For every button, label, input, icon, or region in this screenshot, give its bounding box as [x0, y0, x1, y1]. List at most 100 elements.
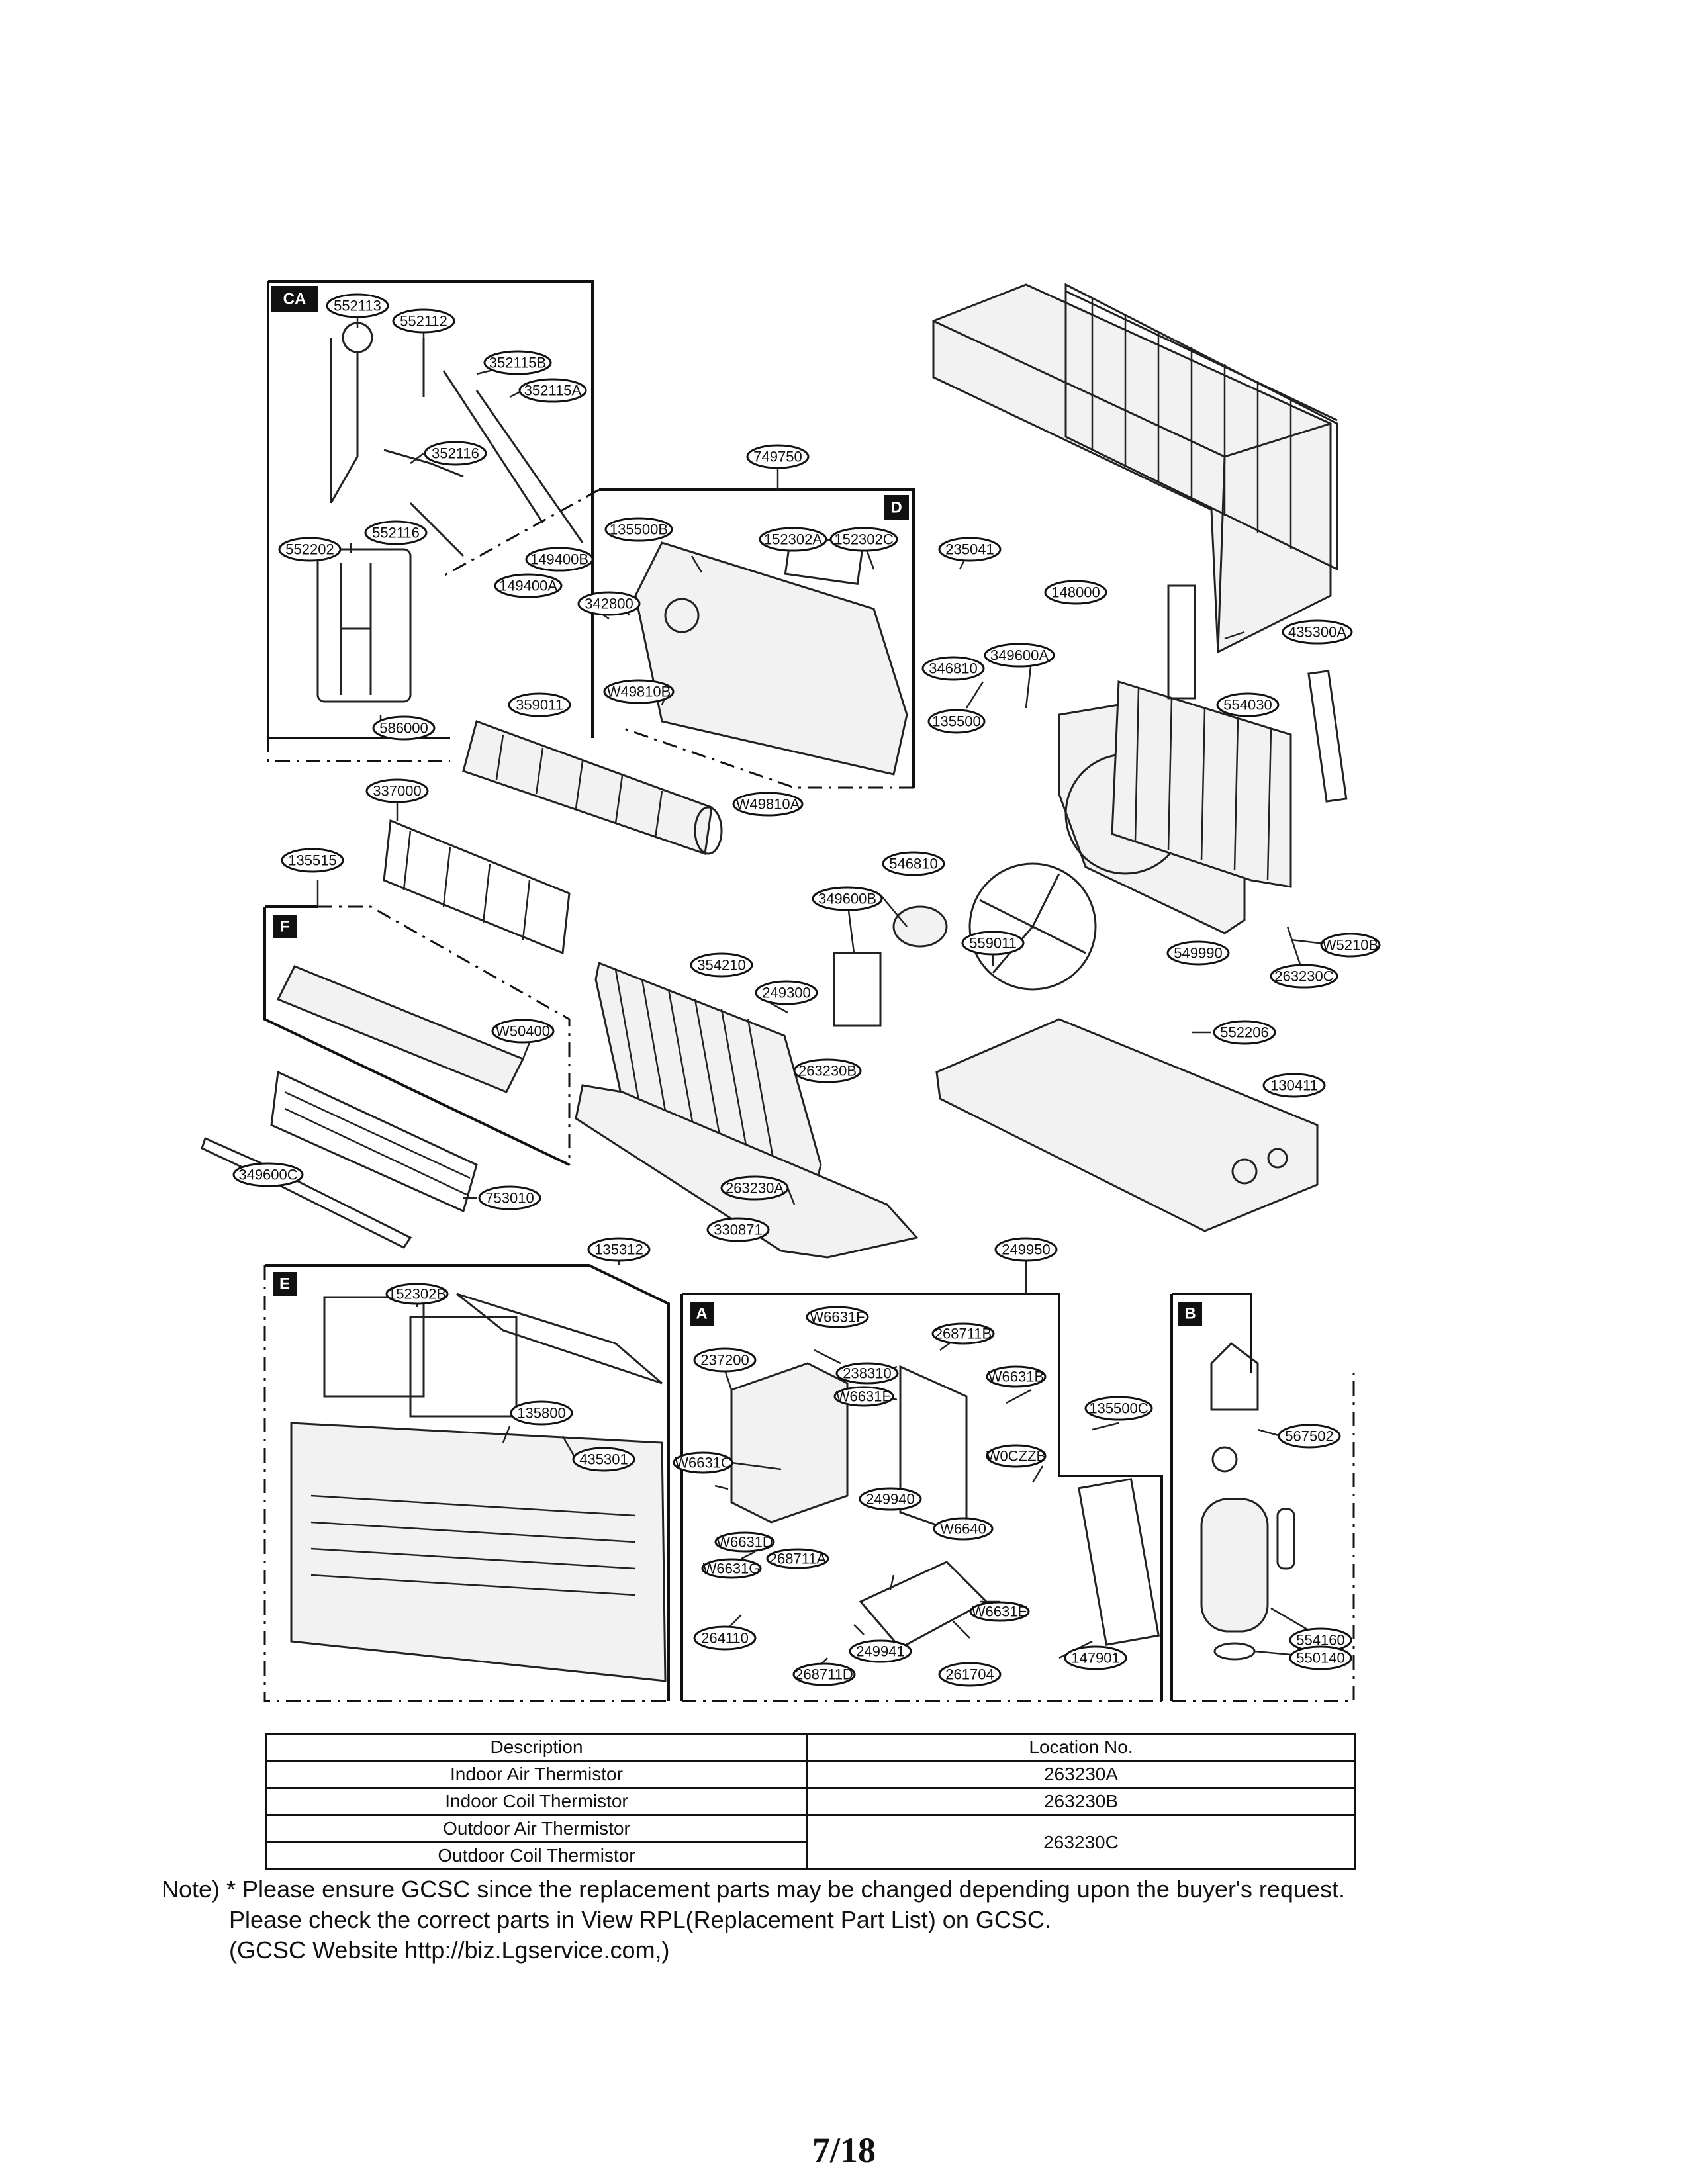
section-tag-e: E — [273, 1272, 297, 1296]
column-header-location: Location No. — [806, 1733, 1356, 1762]
svg-text:235041: 235041 — [945, 541, 994, 558]
callout-559011: 559011 — [961, 931, 1025, 956]
svg-text:135800: 135800 — [517, 1405, 565, 1422]
svg-text:552202: 552202 — [285, 541, 334, 558]
svg-text:550140: 550140 — [1296, 1650, 1344, 1666]
blower-housing — [634, 533, 908, 776]
svg-text:135500: 135500 — [932, 713, 980, 730]
svg-text:152302C: 152302C — [834, 531, 893, 548]
callout-554030: 554030 — [1216, 692, 1280, 717]
svg-text:546810: 546810 — [889, 856, 937, 872]
svg-text:263230B: 263230B — [798, 1063, 857, 1079]
svg-text:149400B: 149400B — [530, 551, 588, 568]
svg-text:354210: 354210 — [697, 957, 745, 974]
svg-text:249941: 249941 — [856, 1643, 904, 1660]
callout-149400b: 149400B — [525, 547, 594, 572]
svg-text:549990: 549990 — [1174, 945, 1222, 962]
callout-749750: 749750 — [746, 444, 810, 469]
svg-text:359011: 359011 — [516, 697, 563, 713]
callout-549990: 549990 — [1166, 940, 1230, 966]
svg-text:CA: CA — [283, 291, 306, 308]
support-bar — [201, 1136, 412, 1249]
refrigerant-piping-ca — [316, 322, 584, 703]
callout-w6640: W6640 — [933, 1517, 994, 1541]
svg-text:268711B: 268711B — [935, 1326, 992, 1342]
svg-text:135515: 135515 — [288, 852, 336, 869]
section-f-frame — [263, 905, 570, 1166]
table-row: Outdoor Air Thermistor 263230C — [265, 1814, 1356, 1870]
callout-235041: 235041 — [938, 537, 1002, 562]
drain-pan — [575, 1084, 919, 1259]
callout-135500: 135500 — [927, 709, 986, 734]
svg-text:152302A: 152302A — [764, 531, 822, 548]
callout-554160: 554160 — [1289, 1627, 1352, 1653]
callout-263230a: 263230A — [720, 1175, 789, 1201]
callout-135500b: 135500B — [604, 517, 673, 542]
svg-text:552116: 552116 — [372, 525, 420, 541]
callout-268711b: 268711B — [931, 1322, 995, 1345]
column-header-description: Description — [265, 1733, 808, 1762]
svg-text:A: A — [696, 1305, 707, 1323]
svg-text:330871: 330871 — [714, 1222, 762, 1238]
svg-text:W6631G: W6631G — [703, 1561, 761, 1577]
callout-135800: 135800 — [510, 1400, 573, 1426]
replacement-parts-note: Note) * Please ensure GCSC since the rep… — [162, 1874, 1605, 1966]
svg-text:263230C: 263230C — [1274, 968, 1333, 985]
callout-546810: 546810 — [882, 851, 945, 876]
callout-w49810b: W49810B — [603, 679, 675, 704]
svg-text:349600C: 349600C — [238, 1167, 297, 1183]
svg-text:263230A: 263230A — [726, 1180, 784, 1197]
svg-text:W49810A: W49810A — [736, 796, 800, 813]
callout-152302b: 152302B — [385, 1283, 449, 1305]
callout-w6631e-bottom: W6631E — [969, 1601, 1030, 1622]
callout-w0czzb: W0CZZB — [986, 1444, 1047, 1468]
table-cell-location: 263230A — [806, 1760, 1356, 1789]
section-d-frame — [599, 488, 915, 788]
callout-552112: 552112 — [392, 308, 455, 334]
table-row: Indoor Air Thermistor 263230A — [265, 1760, 1356, 1789]
callout-349600a: 349600A — [984, 643, 1055, 668]
table-cell-description: Outdoor Air Thermistor — [265, 1814, 808, 1843]
callout-w50400: W50400 — [491, 1019, 555, 1044]
callout-w49810a: W49810A — [732, 792, 804, 817]
callout-349600b: 349600B — [812, 886, 883, 911]
callout-249940: 249940 — [859, 1487, 922, 1511]
svg-text:346810: 346810 — [929, 660, 977, 677]
callout-550140: 550140 — [1289, 1645, 1352, 1670]
section-tag-f: F — [273, 915, 297, 938]
callout-147901: 147901 — [1064, 1645, 1127, 1670]
svg-text:268711A: 268711A — [769, 1551, 827, 1567]
fan-motor — [833, 905, 948, 1027]
callout-352115a: 352115A — [518, 378, 587, 403]
svg-text:552206: 552206 — [1220, 1024, 1268, 1041]
callout-342800: 342800 — [577, 591, 641, 616]
svg-text:W6631E: W6631E — [972, 1604, 1027, 1620]
callout-354210: 354210 — [690, 952, 753, 978]
svg-text:238310: 238310 — [843, 1365, 891, 1382]
svg-text:264110: 264110 — [701, 1630, 749, 1647]
svg-text:352115A: 352115A — [524, 383, 582, 399]
section-tag-d: D — [884, 495, 909, 520]
callout-261704: 261704 — [938, 1662, 1002, 1687]
section-a-frame — [680, 1293, 1163, 1701]
svg-text:W6631F: W6631F — [810, 1309, 865, 1326]
section-tag-b: B — [1178, 1302, 1202, 1326]
callout-753010: 753010 — [478, 1185, 541, 1210]
svg-text:249940: 249940 — [866, 1491, 914, 1508]
callout-135500c: 135500C — [1084, 1396, 1153, 1421]
svg-text:135312: 135312 — [594, 1242, 643, 1258]
svg-text:152302B: 152302B — [388, 1286, 446, 1302]
note-line-3: (GCSC Website http://biz.Lgservice.com,) — [229, 1936, 670, 1964]
section-b-frame — [1170, 1293, 1252, 1701]
svg-text:261704: 261704 — [945, 1666, 994, 1683]
rear-grille — [1064, 283, 1338, 571]
callout-552202: 552202 — [278, 537, 342, 562]
callout-552116: 552116 — [364, 520, 428, 545]
callout-552206: 552206 — [1213, 1020, 1276, 1045]
side-bracket — [1307, 670, 1348, 803]
svg-text:W49810B: W49810B — [607, 684, 671, 700]
svg-text:435300A: 435300A — [1288, 624, 1346, 641]
svg-text:249950: 249950 — [1002, 1242, 1050, 1258]
callout-237200: 237200 — [693, 1347, 757, 1373]
svg-text:337000: 337000 — [373, 783, 421, 799]
